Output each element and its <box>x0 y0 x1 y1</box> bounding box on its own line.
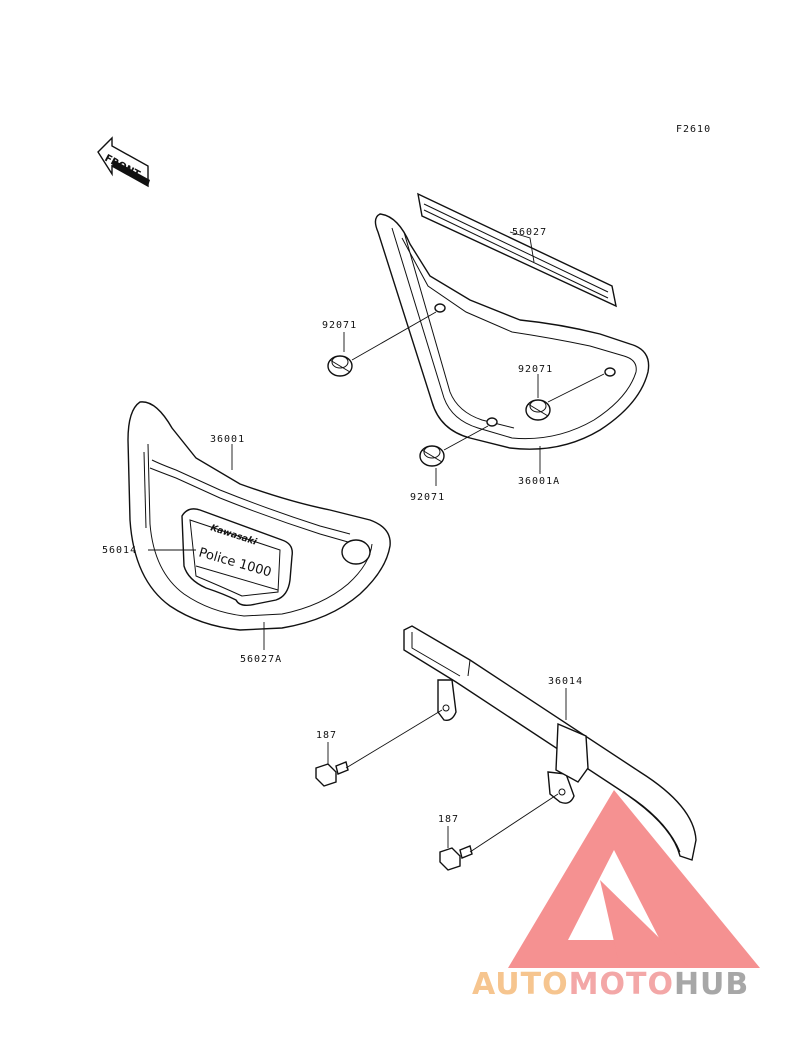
watermark-triangle-icon <box>508 790 760 968</box>
leader-lines <box>148 231 605 853</box>
callout-187-lower: 187 <box>438 814 459 825</box>
callout-56027: 56027 <box>512 227 547 238</box>
grommet-right <box>525 399 551 421</box>
side-cover-right <box>374 213 650 450</box>
watermark-part-hub: HUB <box>674 967 749 1002</box>
callout-92071-lower: 92071 <box>410 492 445 503</box>
front-arrow-icon: FRONT <box>97 136 150 188</box>
figure-code: F2610 <box>676 124 711 135</box>
automotohub-watermark: AUTOMOTOHUB <box>472 790 760 1002</box>
bolt-lower <box>439 845 473 871</box>
watermark-part-auto: AUTO <box>472 967 569 1002</box>
callout-187-upper: 187 <box>316 730 337 741</box>
grommet-post-lower <box>486 417 498 427</box>
callout-92071-right: 92071 <box>518 364 553 375</box>
grommet-upper-left <box>327 355 353 377</box>
grommet-post-upper <box>434 303 446 313</box>
callout-92071-upper: 92071 <box>322 320 357 331</box>
decal-strip-upper <box>417 192 617 308</box>
callout-56027A: 56027A <box>240 654 282 665</box>
chain-guard <box>403 625 697 861</box>
watermark-part-moto: MOTO <box>569 967 674 1002</box>
callout-36001: 36001 <box>210 434 245 445</box>
callout-36001A: 36001A <box>518 476 560 487</box>
grommet-post-right <box>604 367 616 377</box>
bolt-upper <box>315 761 349 787</box>
callout-36014: 36014 <box>548 676 583 687</box>
grommet-lower <box>419 445 445 467</box>
emblem-badge: Kawasaki Police 1000 <box>181 508 293 607</box>
watermark-text: AUTOMOTOHUB <box>472 967 749 1002</box>
callout-56014: 56014 <box>102 545 137 556</box>
